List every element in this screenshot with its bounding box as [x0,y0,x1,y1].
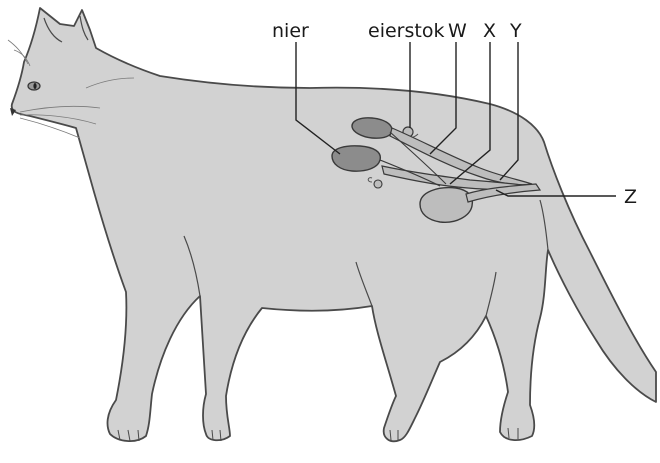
pupil [33,83,36,89]
label-y: Y [510,20,522,42]
bladder [420,188,472,223]
label-nier: nier [272,20,309,42]
label-x: X [483,20,496,42]
paw-toes [118,428,518,441]
ovary-2 [374,180,382,188]
label-w: W [448,20,467,42]
kidney [332,146,380,171]
label-z: Z [624,186,637,208]
cat-body [12,8,656,441]
label-eierstok: eierstok [368,20,444,42]
